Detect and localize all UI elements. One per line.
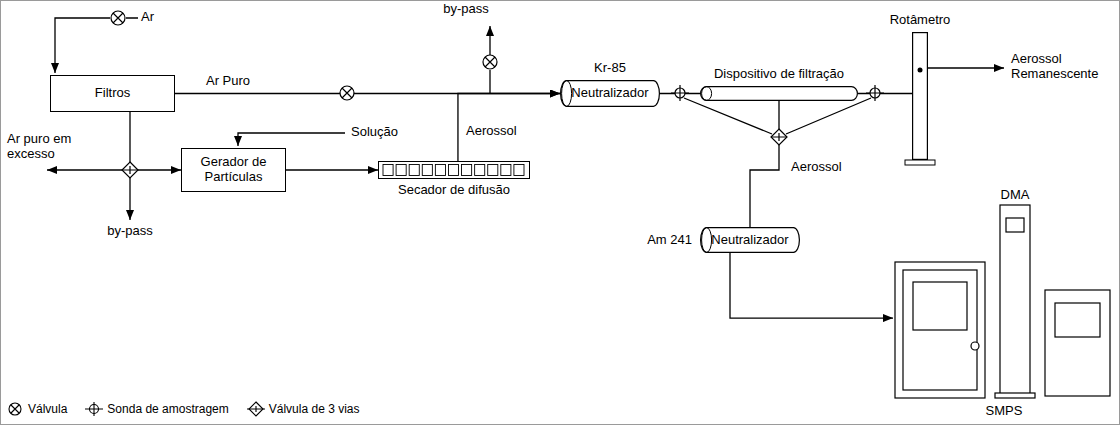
probe-legend-symbol <box>85 401 103 417</box>
cabinet-window <box>913 282 967 330</box>
solution-line <box>238 133 345 146</box>
dryer-body <box>379 162 530 179</box>
dryer-cell <box>448 165 458 176</box>
annotation-label: DMA <box>1000 188 1031 203</box>
legend-text: Sonda de amostragem <box>107 402 228 416</box>
tri-legend-symbol <box>247 401 265 417</box>
flow-connector <box>730 253 893 318</box>
legend-item: Sonda de amostragem <box>85 401 228 417</box>
smps-cabinet <box>895 262 985 398</box>
rotameter-tube <box>913 33 928 160</box>
annotation-label: by-pass <box>442 2 490 17</box>
annotation-label: Ar <box>140 10 155 25</box>
sampling-probe <box>671 85 689 101</box>
legend-item: Válvula <box>6 401 67 417</box>
node-label: Neutralizador <box>567 86 652 101</box>
dryer-cell <box>514 165 524 176</box>
cyl-outline <box>700 86 858 101</box>
counter-window <box>1055 303 1100 337</box>
node-label: Gerador de Partículas <box>182 155 285 185</box>
legend-item: Válvula de 3 vias <box>247 401 360 417</box>
air-inlet-line <box>55 18 138 73</box>
dma-base <box>995 393 1035 398</box>
flow-connector <box>458 94 560 162</box>
cylinder-end <box>562 81 572 107</box>
cabinet-door <box>903 270 977 390</box>
tube-outline <box>912 32 928 160</box>
legend: Válvula Sonda de amostragem Válvula de 3 v… <box>6 401 360 417</box>
annotation-label: Aerossol Remanescente <box>1010 52 1112 82</box>
node-caption: Dispositivo de filtração <box>714 67 844 82</box>
node-caption: Secador de difusão <box>398 183 510 198</box>
rotameter-float <box>918 68 923 73</box>
dryer-cell <box>409 165 419 176</box>
outlet-line <box>928 67 1004 68</box>
diffusion-dryer: Secador de difusão <box>378 161 530 179</box>
valve-legend-symbol <box>6 401 24 417</box>
excess-air-line <box>47 169 122 170</box>
counter-unit <box>1045 290 1110 396</box>
cylinder-body <box>561 81 660 107</box>
valve-symbol <box>111 11 125 25</box>
filtration-device: Dispositivo de filtração <box>700 86 858 101</box>
dryer-cell <box>475 165 485 176</box>
dryer-cell <box>383 165 393 176</box>
three-way-valve <box>771 129 787 145</box>
node-caption: Kr-85 <box>594 61 626 76</box>
rotameter: Rotâmetro <box>912 32 928 160</box>
valve-symbol <box>483 55 497 69</box>
rotameter-base <box>905 160 935 165</box>
node-label: Neutralizador <box>707 233 792 248</box>
bypass-line <box>129 178 130 220</box>
door-knob <box>971 342 979 350</box>
dryer-cell <box>462 165 472 176</box>
edge-label: Ar Puro <box>205 74 251 89</box>
dryer-cell <box>435 165 445 176</box>
neutralizer: Kr-85Neutralizador <box>560 80 660 107</box>
dma-panel <box>1006 218 1024 232</box>
filter-box: Filtros <box>50 75 175 112</box>
node-caption: SMPS <box>893 404 1115 419</box>
node-caption: Am 241 <box>647 233 692 248</box>
dma-column <box>1000 205 1030 395</box>
legend-text: Válvula de 3 vias <box>269 402 360 416</box>
legend-text: Válvula <box>28 402 67 416</box>
flow-connector <box>130 112 181 170</box>
smps-instrument: SMPS <box>893 255 1115 421</box>
neutralizer: Am 241Neutralizador <box>700 227 800 253</box>
cylinder-end <box>702 228 712 253</box>
generator-box: Gerador de Partículas <box>181 148 286 192</box>
dryer-cell <box>488 165 498 176</box>
cylinder-body <box>701 87 858 101</box>
dryer-outline <box>378 161 530 179</box>
annotation-label: by-pass <box>106 224 154 239</box>
sampling-probe <box>866 85 884 101</box>
flow-connector <box>750 101 779 227</box>
dryer-cell <box>501 165 511 176</box>
annotation-label: Ar puro em excesso <box>6 132 98 162</box>
annotation-label: Solução <box>350 125 399 140</box>
node-label: Filtros <box>91 86 134 101</box>
sampling-line <box>684 98 871 134</box>
dryer-cell <box>422 165 432 176</box>
valve-symbol <box>340 86 354 100</box>
edge-label: Aerossol <box>465 124 518 139</box>
node-caption: Rotâmetro <box>890 13 951 28</box>
dryer-cell <box>396 165 406 176</box>
cylinder-end <box>702 87 712 101</box>
cylinder-body <box>701 228 800 253</box>
three-way-valve <box>122 162 138 178</box>
flow-connector <box>286 169 378 170</box>
edge-label: Aerossol <box>790 160 843 175</box>
